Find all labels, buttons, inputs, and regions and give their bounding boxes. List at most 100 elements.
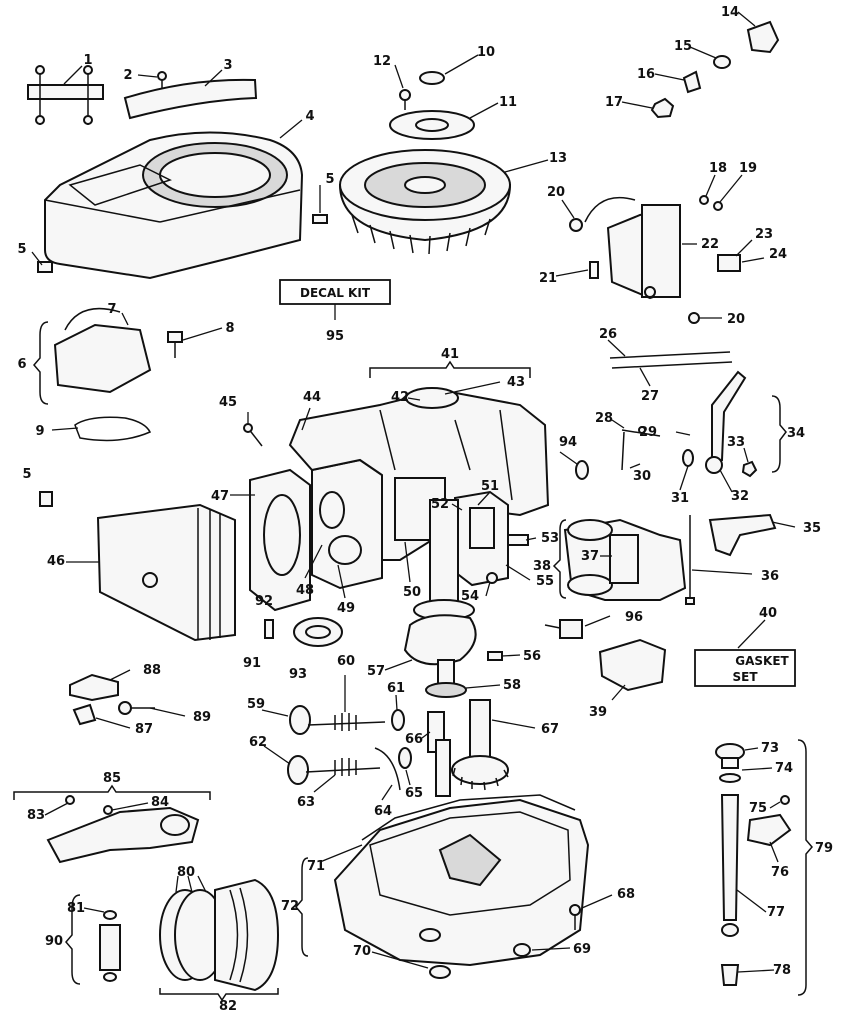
part-number: 33: [727, 435, 745, 450]
part-number: 84: [151, 795, 169, 810]
part-fitting-87: [72, 703, 97, 726]
part-wire-9: [74, 416, 152, 442]
part-number: 85: [103, 771, 121, 786]
part-number: 18: [709, 161, 727, 176]
part-number: 91: [243, 656, 261, 671]
part-plug-69: [513, 943, 531, 957]
part-number: 94: [559, 435, 577, 450]
part-number: 57: [367, 664, 385, 679]
part-piston-pin-90: [99, 910, 121, 982]
part-link-26-27: [609, 351, 733, 369]
part-bolt-54: [486, 572, 498, 584]
part-bolt-8: [167, 331, 183, 358]
part-rod-36: [685, 515, 695, 605]
part-number: 13: [549, 151, 567, 166]
part-breather-51: [454, 490, 509, 587]
part-number: 93: [289, 667, 307, 682]
part-nut-33: [741, 460, 758, 478]
brace-90: [65, 894, 81, 985]
part-number: 82: [219, 999, 237, 1014]
part-number: 32: [731, 489, 749, 504]
decal-kit-label: DECAL KIT: [300, 286, 371, 300]
part-number: 26: [599, 327, 617, 342]
part-number: 27: [641, 389, 659, 404]
part-number: 76: [771, 865, 789, 880]
part-number: 75: [749, 801, 767, 816]
part-number: 89: [193, 710, 211, 725]
part-number: 50: [403, 585, 421, 600]
part-link-29-30: [621, 426, 661, 471]
part-number: 70: [353, 944, 371, 959]
part-valve-62: [287, 755, 381, 785]
brace-38: [552, 519, 567, 599]
brace-79: [797, 739, 813, 996]
part-number: 55: [536, 574, 554, 589]
part-guard-3: [123, 78, 258, 120]
part-bracket-16: [682, 70, 702, 94]
part-number: 5: [325, 172, 334, 187]
part-arm-35: [708, 513, 777, 557]
part-number: 48: [296, 583, 314, 598]
part-number: 52: [431, 497, 449, 512]
part-number: 79: [815, 841, 833, 856]
part-number: 36: [761, 569, 779, 584]
part-number: 68: [617, 887, 635, 902]
part-screw-5b: [37, 261, 53, 273]
part-washer-94: [575, 460, 589, 480]
part-number: 80: [177, 865, 195, 880]
brace-82: [159, 988, 279, 1002]
part-lever-34: [705, 370, 747, 474]
part-number: 59: [247, 697, 265, 712]
part-washer-15: [713, 55, 731, 69]
part-number: 21: [539, 271, 557, 286]
part-screw-75: [780, 795, 790, 805]
part-number: 81: [67, 901, 85, 916]
part-tappets-66: [427, 711, 451, 797]
part-number: 96: [625, 610, 643, 625]
part-number: 83: [27, 808, 45, 823]
part-number: 63: [297, 795, 315, 810]
part-number: 5: [17, 242, 26, 257]
part-number: 29: [639, 425, 657, 440]
part-seal-93: [293, 617, 343, 647]
part-connector-89: [118, 701, 155, 715]
part-number: 4: [305, 109, 314, 124]
part-pin-92: [264, 619, 274, 639]
part-number: 64: [374, 804, 392, 819]
part-bolt-53: [507, 534, 529, 546]
part-retainer-65: [398, 747, 412, 769]
part-bolt-12: [399, 89, 411, 110]
part-number: 72: [281, 899, 299, 914]
part-number: 53: [541, 531, 559, 546]
part-number: 17: [605, 95, 623, 110]
part-number: 11: [499, 95, 517, 110]
part-screw-45: [243, 423, 263, 447]
decal-kit-box: [279, 279, 391, 305]
part-number: 8: [225, 321, 234, 336]
part-number: 95: [326, 329, 344, 344]
part-number: 16: [637, 67, 655, 82]
part-number: 47: [211, 489, 229, 504]
part-head-48-49: [311, 458, 383, 590]
part-gasket-71: [361, 794, 576, 841]
part-screw-20b: [688, 312, 700, 324]
part-number: 61: [387, 681, 405, 696]
part-number: 1: [83, 53, 92, 68]
part-number: 39: [589, 705, 607, 720]
part-number: 20: [547, 185, 565, 200]
part-ignition-6: [53, 307, 152, 394]
part-number: 12: [373, 54, 391, 69]
part-blower-housing-4: [44, 131, 304, 280]
part-number: 14: [721, 5, 739, 20]
part-number: 74: [775, 761, 793, 776]
part-number: 31: [671, 491, 689, 506]
part-piston-82: [159, 878, 280, 992]
part-number: 43: [507, 375, 525, 390]
part-dipstick-79: [715, 743, 745, 986]
part-number: 45: [219, 395, 237, 410]
part-number: 6: [17, 357, 26, 372]
part-connecting-rod-85: [46, 795, 200, 864]
part-washer-70: [429, 965, 451, 979]
part-bracket-39: [598, 638, 667, 692]
